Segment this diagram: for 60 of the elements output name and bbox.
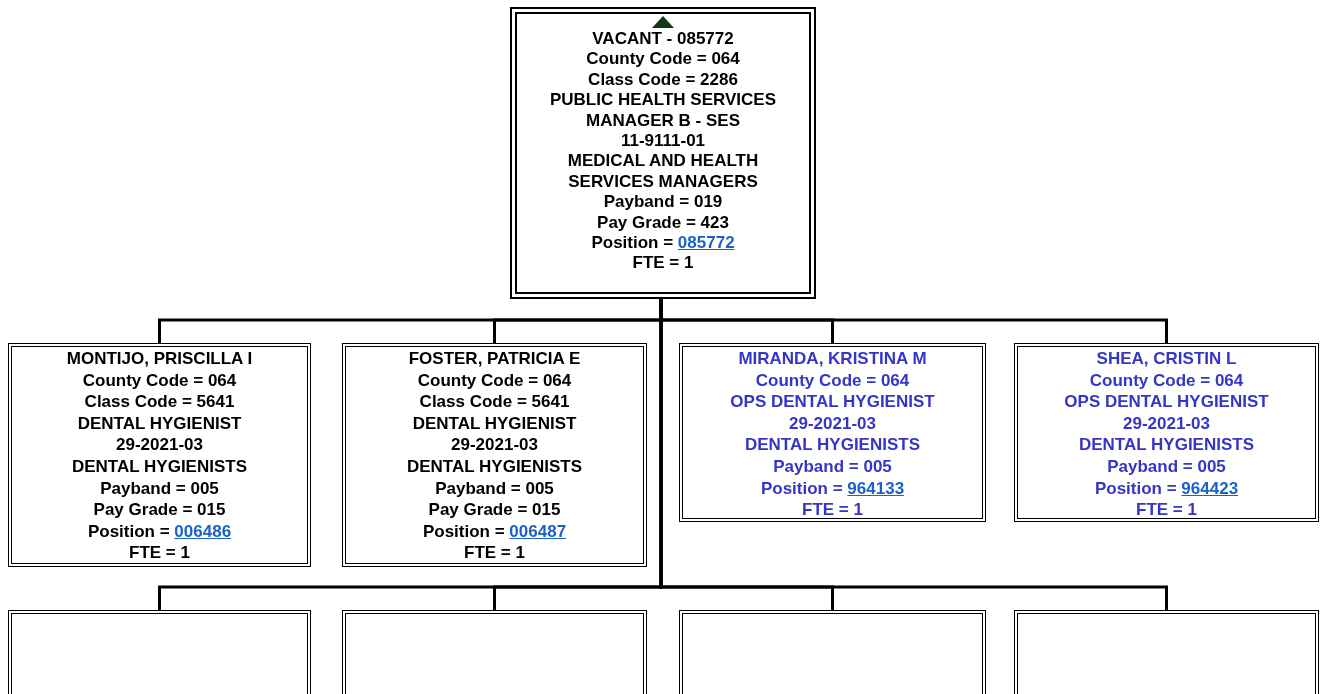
field-text: Payband = 005 [1106,455,1227,478]
field-label: Position = [422,521,505,541]
field-text: PUBLIC HEALTH SERVICES MANAGER B - SES [548,90,778,132]
position-link: 964423 [1181,478,1239,498]
field-text: Payband = 005 [434,477,555,500]
field-text: DENTAL HYGIENISTS [743,434,922,456]
field-text: 29-2021-03 [1122,412,1211,435]
empty-position-box [342,610,647,694]
position-box [342,343,647,567]
field-text: Payband = 005 [99,477,220,500]
position-title: VACANT - 085772 [591,29,735,50]
position-link: 006486 [174,521,232,541]
field-text: 11-9111-01 [619,131,707,152]
field-text: 29-2021-03 [115,434,204,456]
field-text: DENTAL HYGIENIST [76,412,243,435]
position-title: MONTIJO, PRISCILLA I [65,348,254,370]
field-text: DENTAL HYGIENIST [411,412,578,435]
field-text: 29-2021-03 [450,434,539,456]
position-box [510,7,816,299]
field-text: Pay Grade = 015 [427,499,562,521]
position-title: FOSTER, PATRICIA E [407,348,582,370]
field-text: 29-2021-03 [788,412,877,435]
field-text: OPS DENTAL HYGIENIST [729,391,936,413]
empty-position-box [8,610,311,694]
field-text: County Code = 064 [585,49,741,70]
field-text: County Code = 064 [1088,369,1245,392]
field-label: Position = [591,233,674,253]
position-box [679,343,986,522]
field-text: DENTAL HYGIENISTS [1077,434,1256,456]
field-text: DENTAL HYGIENISTS [70,455,249,478]
field-text: County Code = 064 [754,369,911,392]
position-title: MIRANDA, KRISTINA M [737,348,928,370]
field-text: FTE = 1 [631,253,695,274]
field-text: Payband = 019 [602,192,724,213]
field-text: Pay Grade = 015 [92,499,227,521]
field-text: FTE = 1 [128,542,191,564]
position-link: 006487 [509,521,567,541]
field-text: County Code = 064 [81,369,238,392]
empty-position-box [1014,610,1319,694]
field-text: FTE = 1 [463,542,526,564]
position-link: 085772 [677,233,735,253]
field-text: OPS DENTAL HYGIENIST [1063,391,1270,413]
field-text: MEDICAL AND HEALTH SERVICES MANAGERS [566,151,760,193]
position-box [8,343,311,567]
position-link: 964133 [847,478,905,498]
field-text: FTE = 1 [801,499,864,521]
position-box [1014,343,1319,522]
field-text: FTE = 1 [1135,499,1198,521]
field-text: DENTAL HYGIENISTS [405,455,584,478]
field-text: Class Code = 5641 [83,391,236,413]
position-title: SHEA, CRISTIN L [1095,348,1238,370]
empty-position-box [679,610,986,694]
field-label: Position = [760,478,843,498]
field-label: Position = [87,521,170,541]
field-text: Class Code = 5641 [418,391,571,413]
field-text: County Code = 064 [416,369,573,392]
field-label: Position = [1094,478,1177,498]
field-text: Class Code = 2286 [587,69,739,91]
field-text: Pay Grade = 423 [596,212,730,234]
field-text: Payband = 005 [772,455,893,478]
